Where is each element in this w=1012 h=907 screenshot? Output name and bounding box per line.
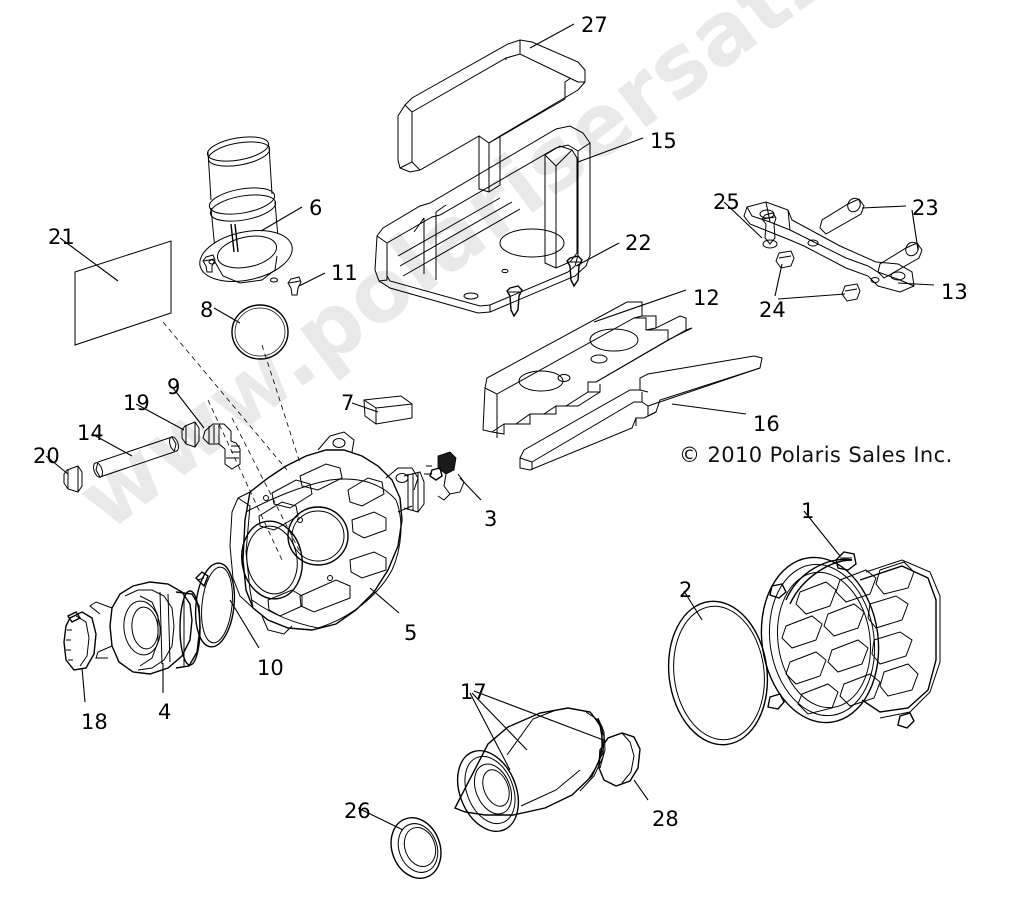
callout-intake-snorkel-tube: 6 bbox=[309, 196, 323, 220]
part-28-end-cap bbox=[599, 733, 640, 786]
callout-lid-cover-panel: 27 bbox=[581, 13, 608, 37]
part-21-decal-label bbox=[75, 241, 171, 345]
callout-hose-clamp-small: 18 bbox=[81, 710, 108, 734]
callout-support-bracket: 13 bbox=[941, 280, 968, 304]
part-26-seal-ring bbox=[383, 811, 449, 886]
callout-air-box-housing: 5 bbox=[404, 621, 418, 645]
part-6-intake-snorkel bbox=[195, 133, 301, 295]
callout-air-filter-element: 1 bbox=[801, 499, 815, 523]
part-2-o-ring-seal bbox=[661, 596, 776, 751]
part-14-vent-hose bbox=[92, 436, 180, 479]
part-8-grommet-ring bbox=[232, 305, 288, 359]
part-13-support-bracket bbox=[744, 202, 914, 292]
callout-screw-flange: 11 bbox=[331, 261, 358, 285]
callout-vent-hose: 14 bbox=[77, 421, 104, 445]
part-3-sensor-bracket bbox=[424, 452, 464, 500]
callout-flange-nut: 24 bbox=[759, 298, 786, 322]
part-25-well-nut bbox=[762, 213, 777, 248]
assembly-guide-lines bbox=[163, 322, 300, 560]
callout-foam-pad-large: 12 bbox=[693, 286, 720, 310]
part-15-air-box-lid bbox=[375, 126, 590, 313]
part-1-air-filter-element bbox=[751, 550, 940, 731]
part-4-intake-boot bbox=[90, 582, 200, 674]
copyright-notice: © 2010 Polaris Sales Inc. bbox=[679, 443, 953, 467]
callout-air-box-lid: 15 bbox=[650, 129, 677, 153]
callout-pre-filter-assembly: 17 bbox=[460, 680, 487, 704]
part-20-hose-clamp bbox=[64, 466, 82, 492]
part-9-elbow-fitting bbox=[203, 424, 240, 469]
callout-foam-strip: 16 bbox=[753, 412, 780, 436]
part-27-lid-cover-panel bbox=[398, 40, 585, 192]
callout-sensor-bracket: 3 bbox=[484, 507, 498, 531]
part-18-hose-clamp bbox=[64, 612, 96, 670]
callout-clip-small: 19 bbox=[123, 391, 150, 415]
callout-grommet-ring: 8 bbox=[200, 298, 214, 322]
callout-foam-block-small: 7 bbox=[341, 391, 355, 415]
callout-well-nut: 25 bbox=[713, 190, 740, 214]
part-7-foam-block bbox=[364, 396, 412, 424]
part-22-push-rivets bbox=[507, 256, 582, 316]
part-16-foam-strip bbox=[520, 356, 762, 470]
part-12-foam-pad-large bbox=[483, 302, 692, 438]
callout-push-rivet: 22 bbox=[625, 231, 652, 255]
callout-end-cap: 28 bbox=[652, 807, 679, 831]
part-19-clip-small bbox=[182, 422, 199, 447]
callout-elbow-fitting: 9 bbox=[167, 375, 181, 399]
leader-lines bbox=[46, 24, 934, 830]
part-5-air-box-housing bbox=[230, 432, 424, 634]
callout-o-ring-seal-large: 2 bbox=[679, 578, 693, 602]
callout-clamp-ring: 10 bbox=[257, 656, 284, 680]
callout-seal-ring: 26 bbox=[344, 799, 371, 823]
callout-decal-label: 21 bbox=[48, 225, 75, 249]
callout-intake-boot: 4 bbox=[158, 700, 172, 724]
part-17-pre-filter bbox=[446, 708, 605, 840]
callout-hose-clamp: 20 bbox=[33, 444, 60, 468]
part-23-flange-bolts bbox=[820, 196, 922, 278]
callout-flange-bolt: 23 bbox=[912, 196, 939, 220]
